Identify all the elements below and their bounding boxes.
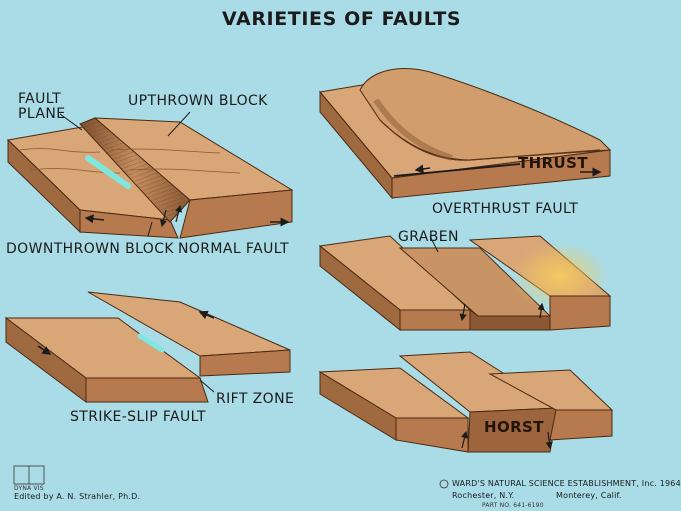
upthrown-side [179,189,293,239]
horst-arrow-1 [461,430,469,449]
arrow-left [84,214,105,224]
horst-label: HORST [484,418,544,436]
thrust-label: THRUST [518,154,588,172]
strikeslip-back-side [199,349,291,377]
normal-fault-caption: NORMAL FAULT [178,241,289,257]
overthrust-fault-block [319,68,612,200]
graben-caption: GRABEN [398,229,459,245]
horst-right-side [549,409,613,441]
graben-pointer [429,235,439,253]
graben-block [318,235,612,332]
overthrust-fault-caption: OVERTHRUST FAULT [432,201,579,217]
arrow-down [159,209,167,228]
arrow-up [175,204,183,223]
strike-slip-block [4,291,291,403]
upthrown-pointer [167,111,191,137]
strikeslip-arrow-2 [198,310,215,320]
rift-water [137,333,165,353]
dynavis-logo [13,465,45,485]
overthrust-side [391,149,611,199]
logo-text: DYNA VIS [14,485,44,492]
graben-arrow-1 [459,303,467,322]
rift-zone-label: RIFT ZONE [216,391,295,407]
upthrown-block-label: UPTHROWN BLOCK [128,93,268,109]
editor-credit: Edited by A. N. Strahler, Ph.D. [14,492,141,501]
graben-left-side [399,309,471,331]
horst-block [318,351,614,453]
strike-slip-fault-caption: STRIKE-SLIP FAULT [70,409,206,425]
downthrown-side [79,209,179,239]
part-number: PART NO. 641-6190 [482,502,544,509]
normal-fault-block [6,111,294,239]
thrust-arrow-left [414,164,431,174]
water-streak [85,155,131,189]
publisher-seal [439,479,449,489]
graben-arrow-2 [537,302,545,319]
fault-plane-pointer [59,113,83,131]
downthrown-pointer [147,221,153,237]
publisher-name: WARD'S NATURAL SCIENCE ESTABLISHMENT, In… [452,479,681,488]
strikeslip-front-side [85,377,209,403]
graben-right-side [549,295,611,331]
horst-arrow-2 [545,431,553,450]
page-title: VARIETIES OF FAULTS [222,8,462,30]
horst-raised-side [467,407,559,453]
publisher-city-1: Rochester, N.Y. [452,491,515,500]
graben-glow [512,242,608,310]
downthrown-block-label: DOWNTHROWN BLOCK [6,241,174,257]
publisher-city-2: Monterey, Calif. [556,491,622,500]
fault-plane-label: FAULT PLANE [18,91,66,122]
strikeslip-arrow-1 [37,345,52,355]
rift-zone-pointer [199,379,215,393]
thrust-sheet [359,68,612,161]
